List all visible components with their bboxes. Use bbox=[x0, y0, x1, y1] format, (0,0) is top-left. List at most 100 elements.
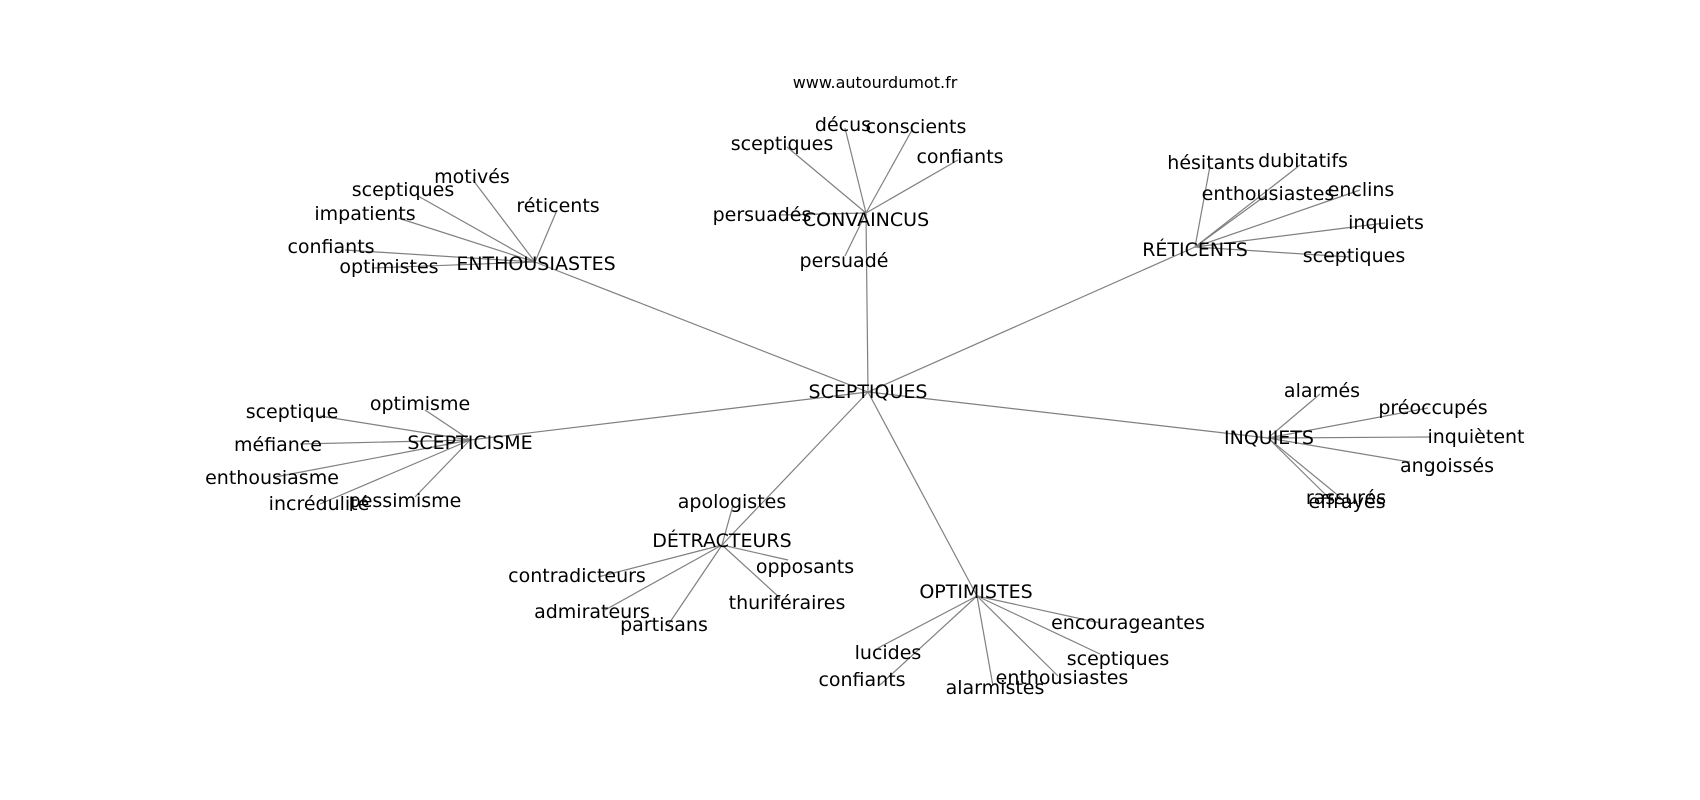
leaf-node-label: optimistes bbox=[339, 256, 438, 278]
edge-hub-to-leaf bbox=[879, 595, 978, 686]
hub-node-label: ENTHOUSIASTES bbox=[456, 253, 615, 275]
edge-hub-to-leaf bbox=[424, 409, 471, 441]
edge-hub-to-leaf bbox=[1194, 195, 1266, 248]
edge-hub-to-leaf bbox=[319, 439, 471, 505]
leaf-node-label: enthousiasme bbox=[205, 467, 339, 489]
edge-hub-to-leaf bbox=[1194, 189, 1361, 248]
edge-center-to-hub bbox=[867, 391, 978, 597]
edge-hub-to-leaf bbox=[597, 544, 723, 578]
edge-hub-to-leaf bbox=[976, 595, 1059, 677]
edge-hub-to-leaf bbox=[844, 212, 867, 257]
edge-center-to-hub bbox=[534, 261, 869, 393]
leaf-node-label: enthousiastes bbox=[1202, 183, 1335, 205]
leaf-node-label: confiants bbox=[916, 146, 1003, 168]
leaf-node-label: rassurés bbox=[1306, 487, 1386, 509]
edge-hub-to-leaf bbox=[779, 212, 867, 216]
leaf-node-label: incrédulité bbox=[269, 493, 370, 515]
edge-hub-to-leaf bbox=[1267, 437, 1341, 498]
leaf-node-label: sceptiques bbox=[1067, 648, 1170, 670]
edge-hub-to-leaf bbox=[397, 217, 536, 263]
edge-hub-to-leaf bbox=[721, 504, 734, 546]
edge-hub-to-leaf bbox=[1267, 437, 1333, 502]
edge-hub-to-leaf bbox=[1267, 393, 1321, 439]
leaf-node-label: apologistes bbox=[678, 491, 787, 513]
edge-hub-to-leaf bbox=[472, 179, 536, 263]
edge-hub-to-leaf bbox=[371, 261, 536, 269]
edge-hub-to-leaf bbox=[877, 595, 978, 649]
graph-edges bbox=[274, 127, 1431, 687]
edge-hub-to-leaf bbox=[534, 209, 558, 263]
edge-center-to-hub bbox=[867, 391, 1269, 439]
edge-hub-to-leaf bbox=[1194, 164, 1301, 248]
leaf-node-label: partisans bbox=[620, 614, 708, 636]
leaf-node-label: persuadé bbox=[800, 250, 889, 272]
edge-hub-to-leaf bbox=[299, 439, 471, 445]
edge-hub-to-leaf bbox=[417, 195, 536, 263]
edge-hub-to-leaf bbox=[1194, 222, 1386, 248]
hub-node-label: DÉTRACTEURS bbox=[652, 529, 791, 552]
leaf-node-label: enthousiastes bbox=[996, 667, 1129, 689]
leaf-node-label: inquiets bbox=[1348, 212, 1424, 234]
edge-hub-to-leaf bbox=[865, 129, 913, 214]
leaf-node-label: lucides bbox=[855, 642, 922, 664]
edge-hub-to-leaf bbox=[1267, 437, 1411, 463]
leaf-node-label: contradicteurs bbox=[508, 565, 646, 587]
edge-hub-to-leaf bbox=[976, 595, 994, 687]
leaf-node-label: dubitatifs bbox=[1258, 150, 1348, 172]
leaf-node-label: méfiance bbox=[234, 434, 322, 456]
leaf-node-label: conscients bbox=[866, 116, 967, 138]
edge-hub-to-leaf bbox=[721, 544, 789, 561]
leaf-node-label: confiants bbox=[818, 669, 905, 691]
leaf-node-label: angoissés bbox=[1400, 455, 1494, 477]
edge-hub-to-leaf bbox=[865, 159, 959, 214]
leaf-node-label: alarmistes bbox=[946, 677, 1045, 699]
hub-node-label: SCEPTICISME bbox=[407, 432, 532, 454]
leaf-node-label: sceptiques bbox=[1303, 245, 1406, 267]
edge-hub-to-leaf bbox=[319, 415, 471, 441]
edge-hub-to-leaf bbox=[786, 146, 867, 214]
edge-hub-to-leaf bbox=[604, 544, 723, 611]
leaf-node-label: pessimisme bbox=[349, 490, 462, 512]
leaf-node-label: impatients bbox=[314, 203, 415, 225]
edge-hub-to-leaf bbox=[1194, 246, 1351, 258]
hub-node-label: OPTIMISTES bbox=[919, 581, 1032, 603]
edge-hub-to-leaf bbox=[1267, 436, 1431, 439]
edge-hub-to-leaf bbox=[667, 544, 723, 626]
edge-hub-to-leaf bbox=[721, 544, 781, 599]
leaf-node-label: alarmés bbox=[1284, 380, 1360, 402]
leaf-node-label: optimisme bbox=[370, 393, 470, 415]
leaf-node-label: opposants bbox=[756, 556, 854, 578]
leaf-node-label: persuadés bbox=[713, 204, 812, 226]
edge-hub-to-leaf bbox=[976, 595, 1101, 655]
leaf-node-label: sceptiques bbox=[731, 133, 834, 155]
edge-hub-to-leaf bbox=[976, 595, 1101, 624]
leaf-node-label: admirateurs bbox=[534, 601, 650, 623]
hub-node-label: RÉTICENTS bbox=[1142, 238, 1248, 261]
edge-center-to-hub bbox=[867, 246, 1196, 393]
leaf-node-label: inquiètent bbox=[1427, 426, 1524, 448]
leaf-node-label: hésitants bbox=[1167, 152, 1254, 174]
leaf-node-label: préoccupés bbox=[1378, 397, 1487, 419]
leaf-node-label: réticents bbox=[516, 195, 599, 217]
leaf-node-label: motivés bbox=[434, 166, 510, 188]
leaf-node-label: encourageantes bbox=[1051, 612, 1205, 634]
leaf-node-label: effrayés bbox=[1308, 491, 1385, 513]
center-node-label: SCEPTIQUES bbox=[809, 381, 928, 403]
edge-center-to-hub bbox=[469, 391, 869, 441]
edge-hub-to-leaf bbox=[344, 249, 536, 263]
leaf-node-label: enclins bbox=[1328, 179, 1395, 201]
leaf-node-label: confiants bbox=[287, 236, 374, 258]
edge-center-to-hub bbox=[721, 391, 869, 546]
edge-hub-to-leaf bbox=[844, 127, 867, 214]
edge-hub-to-leaf bbox=[1267, 407, 1429, 439]
hub-node-label: INQUIETS bbox=[1224, 427, 1314, 449]
leaf-node-label: décus bbox=[815, 114, 871, 136]
watermark-text: www.autourdumot.fr bbox=[793, 73, 958, 92]
edge-hub-to-leaf bbox=[1194, 165, 1211, 248]
graph-labels: www.autourdumot.fr SCEPTIQUES CONVAINCUS… bbox=[205, 73, 1524, 699]
edge-center-to-hub bbox=[865, 212, 869, 393]
leaf-node-label: thuriféraires bbox=[729, 592, 846, 614]
leaf-node-label: sceptique bbox=[246, 401, 339, 423]
edge-hub-to-leaf bbox=[274, 439, 471, 478]
